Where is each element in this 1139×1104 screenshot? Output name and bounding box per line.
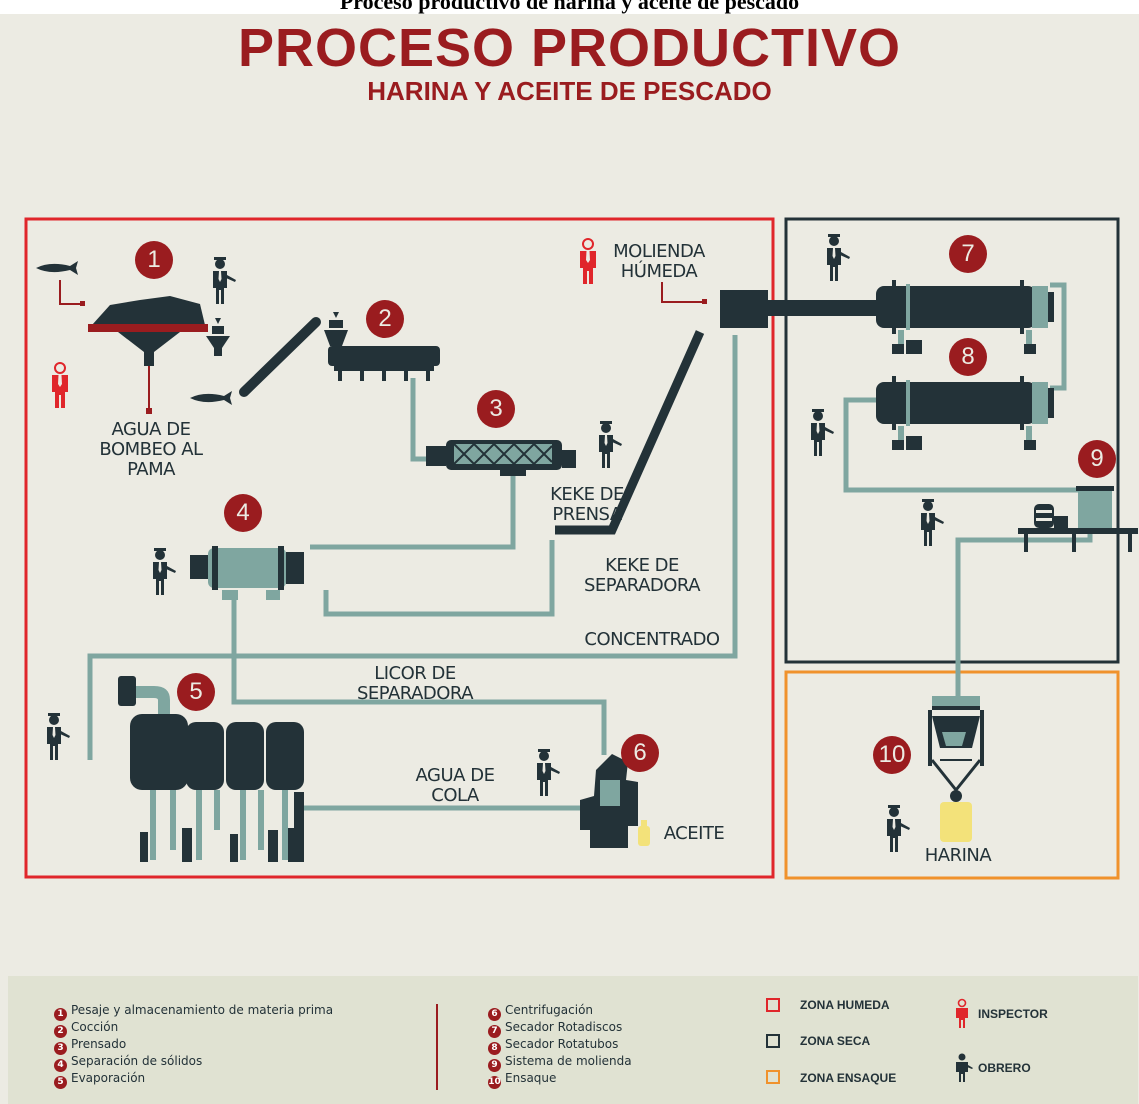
step-badge-8: 8: [949, 338, 987, 376]
legend-zona-seca: ZONA SECA: [800, 1034, 871, 1048]
legend-zona-ensaque: ZONA ENSAQUE: [800, 1071, 897, 1085]
secador-rotadiscos: [827, 234, 1054, 354]
step-badge-4: 4: [224, 494, 262, 532]
legend-swatch-zona-humeda: [766, 998, 780, 1012]
legend-obrero: OBRERO: [978, 1061, 1031, 1075]
keke-conveyor: [555, 330, 705, 535]
step-badge-10: 10: [873, 736, 911, 774]
zone-seca: [784, 217, 1120, 664]
legend-divider: [436, 1004, 438, 1090]
inspector-icon: [956, 998, 968, 1028]
zone-humeda: [24, 217, 775, 879]
step-badge-9: 9: [1078, 440, 1116, 478]
step-badge-1: 1: [135, 241, 173, 279]
zone-ensaque: [784, 670, 1120, 880]
sistema-molienda: [921, 486, 1138, 552]
evaporador: [47, 676, 304, 862]
label-aceite: ACEITE: [663, 823, 725, 844]
step-badge-3: 3: [477, 390, 515, 428]
step-badge-7: 7: [949, 235, 987, 273]
page-title: PROCESO PRODUCTIVO: [237, 18, 902, 78]
coccion-cooker: [324, 312, 440, 381]
label-harina: HARINA: [924, 845, 992, 866]
step-badge-2: 2: [366, 300, 404, 338]
molienda-humeda-mill: [579, 238, 876, 328]
obrero-icon: [956, 1053, 973, 1082]
pesaje-station: [36, 257, 321, 414]
separadora: [153, 546, 304, 600]
legend-inspector: INSPECTOR: [978, 1007, 1048, 1021]
legend-swatch-zona-seca: [766, 1034, 780, 1048]
label-concentrado: CONCENTRADO: [584, 629, 720, 650]
page-subtitle: HARINA Y ACEITE DE PESCADO: [367, 76, 772, 106]
step-badge-5: 5: [177, 673, 215, 711]
step-badge-6: 6: [621, 734, 659, 772]
secador-rotatubos: [811, 376, 1054, 456]
centrifuga: [537, 749, 650, 848]
legend-zona-humeda: ZONA HUMEDA: [800, 998, 890, 1012]
ensaque-station: [887, 696, 984, 852]
prensa-press: [426, 421, 622, 476]
legend-swatch-zona-ensaque: [766, 1070, 780, 1084]
cut-off-top-text: Proceso productivo de harina y aceite de…: [0, 0, 1139, 14]
